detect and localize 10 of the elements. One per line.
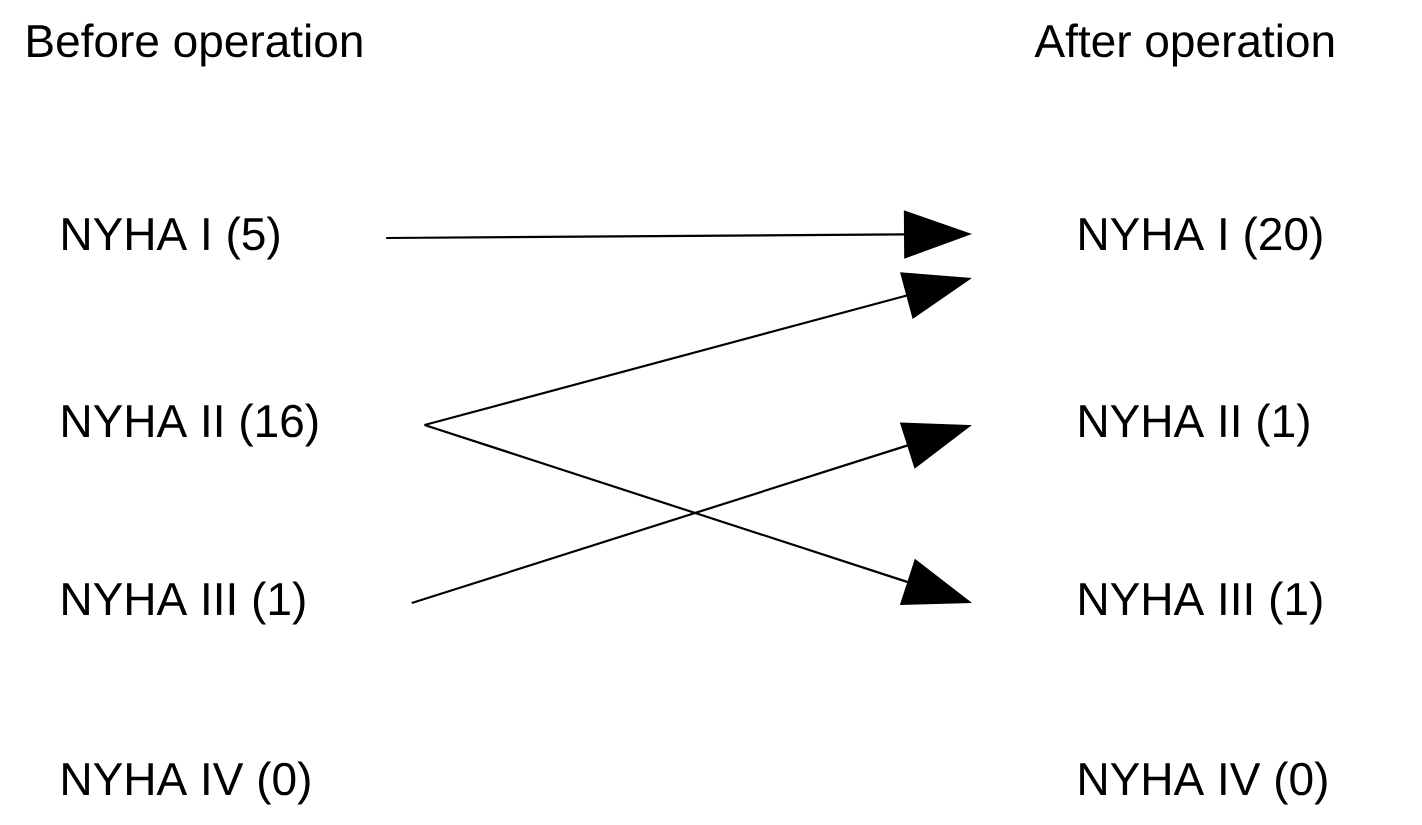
class-label: NYHA IV (0) <box>1080 761 1327 805</box>
column-heading: After operation <box>1034 23 1334 67</box>
column-heading: Before operation <box>28 23 362 67</box>
class-label: NYHA I (5) <box>63 216 279 260</box>
class-label: NYHA I (20) <box>1080 216 1322 260</box>
class-label: NYHA IV (0) <box>63 761 310 805</box>
class-label: NYHA II (1) <box>1080 403 1309 447</box>
class-label: NYHA III (1) <box>63 581 305 625</box>
class-label: NYHA III (1) <box>1080 581 1322 625</box>
class-label: NYHA II (16) <box>63 403 318 447</box>
